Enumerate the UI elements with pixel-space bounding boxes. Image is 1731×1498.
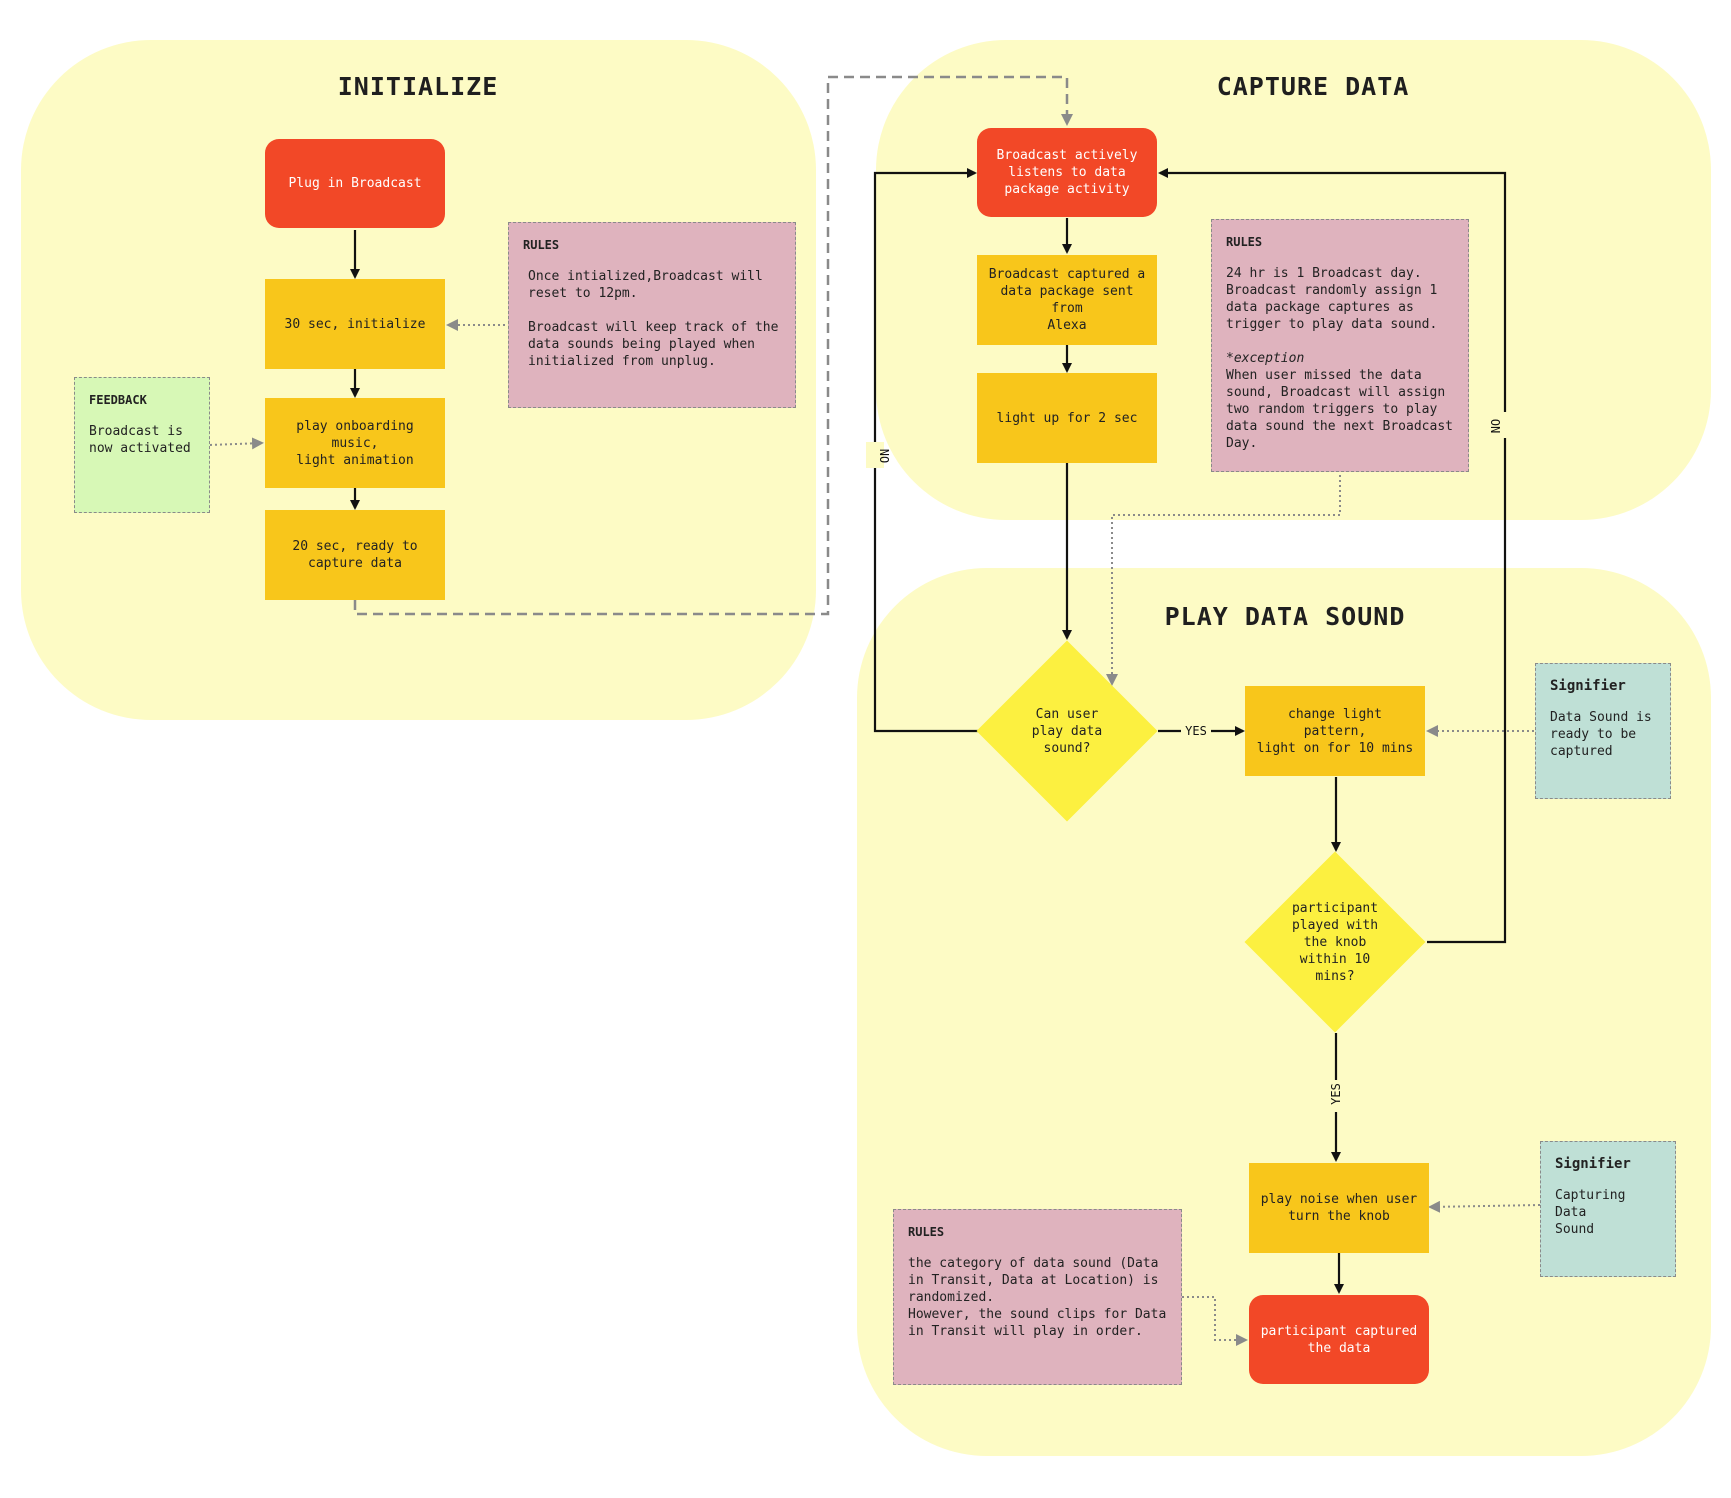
note-signifier-capturing-title: Signifier [1555,1156,1631,1172]
decision-played-with-knob: participant played with the knob within … [1244,851,1426,1033]
decision-can-user-play-label: Can user play data sound? [1031,706,1103,756]
edge-rules-play-to-captured [1182,1296,1248,1346]
note-rules-play-title: RULES [908,1225,945,1239]
note-rules-capture-body: 24 hr is 1 Broadcast day. Broadcast rand… [1226,266,1438,332]
note-rules-play: RULES the category of data sound (Data i… [893,1209,1182,1385]
node-captured-package: Broadcast captured a data package sent f… [977,255,1157,345]
edge-label-no-left: NO [877,449,891,463]
edge-label-yes-right: YES [1185,724,1207,738]
note-signifier-ready-title: Signifier [1550,678,1626,694]
note-rules-capture-title: RULES [1226,235,1263,249]
note-rules-capture-exception-body: When user missed the data sound, Broadca… [1226,368,1453,451]
region-title-play-data-sound: PLAY DATA SOUND [1164,602,1406,631]
node-onboarding-music: play onboarding music, light animation [265,398,445,488]
note-rules-initialize-title: RULES [523,238,560,252]
node-light-up: light up for 2 sec [977,373,1157,463]
node-plug-in-broadcast: Plug in Broadcast [265,139,445,228]
note-signifier-capturing-body: Capturing Data Sound [1555,1188,1626,1237]
note-rules-capture: RULES 24 hr is 1 Broadcast day. Broadcas… [1211,219,1469,472]
note-signifier-capturing: Signifier Capturing Data Sound [1540,1141,1676,1277]
node-participant-captured: participant captured the data [1249,1295,1429,1384]
note-feedback-body: Broadcast is now activated [89,424,191,456]
note-rules-play-body: the category of data sound (Data in Tran… [908,1256,1167,1339]
node-play-noise: play noise when user turn the knob [1249,1163,1429,1253]
node-ready-20-sec: 20 sec, ready to capture data [265,510,445,600]
edge-rules-capture-to-decision [1106,475,1341,686]
decision-played-with-knob-label: participant played with the knob within … [1291,900,1379,984]
edge-label-no-right: NO [1489,419,1503,433]
note-rules-capture-exception-label: *exception [1226,351,1305,366]
note-feedback-title: FEEDBACK [89,393,147,407]
node-change-light-pattern: change light pattern, light on for 10 mi… [1245,686,1425,776]
edge-signifier-to-play-noise [1428,1200,1541,1213]
note-rules-initialize: RULES Once intialized,Broadcast will res… [508,222,796,408]
edge-feedback-to-onboarding [209,437,264,450]
region-title-initialize: INITIALIZE [337,72,499,101]
note-rules-initialize-body: Once intialized,Broadcast will reset to … [528,269,779,369]
node-broadcast-listens: Broadcast actively listens to data packa… [977,128,1157,217]
note-signifier-ready-body: Data Sound is ready to be captured [1550,710,1652,759]
edge-knob-no-loop [1158,168,1507,944]
node-initialize-30-sec: 30 sec, initialize [265,279,445,369]
edge-ready-to-listens [353,75,1073,616]
region-title-capture-data: CAPTURE DATA [1216,72,1410,101]
edge-label-yes-down: YES [1329,1083,1343,1105]
decision-can-user-play: Can user play data sound? [976,640,1158,822]
note-signifier-ready: Signifier Data Sound is ready to be capt… [1535,663,1671,799]
note-feedback: FEEDBACK Broadcast is now activated [74,377,210,513]
